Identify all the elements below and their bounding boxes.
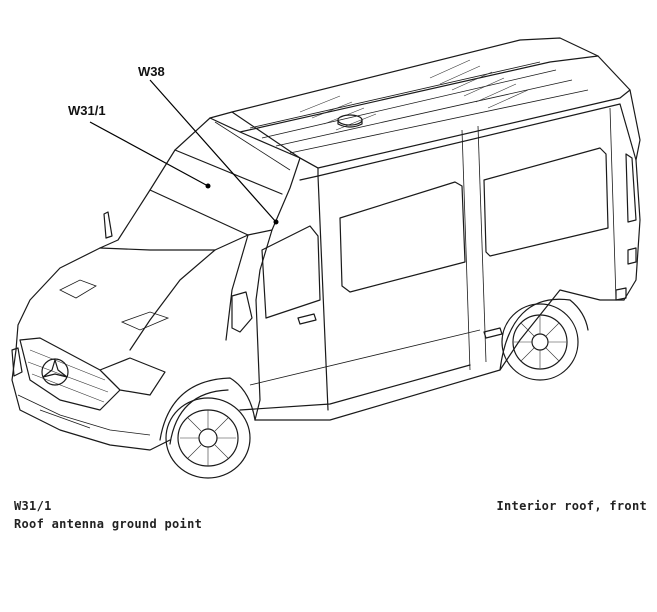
van-roof: [209, 37, 641, 169]
w31-1-point-marker: [205, 183, 211, 189]
callout-w38: W38: [138, 64, 165, 79]
rear-wheel: [499, 298, 589, 381]
van-cab: [11, 111, 301, 451]
component-description: Roof antenna ground point: [14, 517, 203, 531]
van-body-side: [239, 103, 641, 421]
front-wheel: [159, 377, 256, 479]
w38-leader-line: [149, 79, 277, 223]
van-line-drawing: W38 W31/1: [11, 37, 641, 479]
component-code: W31/1: [14, 499, 52, 513]
w38-point-marker: [273, 219, 279, 225]
callout-w31-1: W31/1: [68, 103, 106, 118]
w31-1-leader-line: [89, 121, 209, 187]
component-location: Interior roof, front: [496, 499, 647, 513]
